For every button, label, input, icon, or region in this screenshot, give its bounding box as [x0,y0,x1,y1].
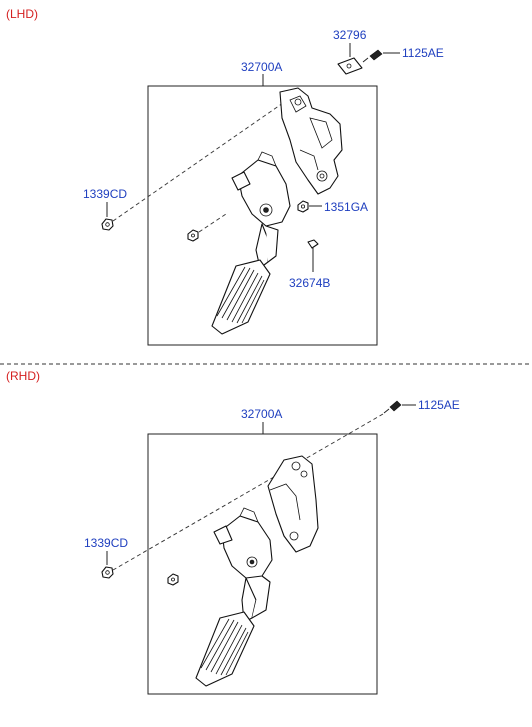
rhd-nut-left-label: 1339CD [84,536,128,550]
lhd-assembly-label: 32700A [241,60,282,74]
lhd-nut-right-icon [297,200,309,213]
lhd-pedal-bracket-icon [279,87,343,195]
lhd-bolt-label: 1125AE [402,46,444,60]
rhd-nut-left-icon [101,566,114,579]
lhd-bracket-plate-icon [337,57,363,75]
rhd-pedal-bracket-icon [267,455,319,553]
lhd-plate-label: 32796 [333,28,367,42]
lhd-stopper-label: 32674B [289,276,330,290]
lhd-top-bolt-icon [362,49,383,63]
lhd-stopper-icon [307,239,319,256]
lhd-nut-axis-line [198,213,227,233]
rhd-section-tag: (RHD) [6,369,40,383]
lhd-small-nut-icon [187,229,199,242]
lhd-nut-left-icon [101,218,114,231]
lhd-section-tag: (LHD) [6,7,38,21]
rhd-accelerator-pedal-icon [195,507,273,687]
rhd-bolt-label: 1125AE [418,398,460,412]
lhd-nut-left-label: 1339CD [83,187,127,201]
lhd-accelerator-pedal-icon [211,151,291,335]
rhd-mounting-axis-line [112,413,384,571]
rhd-top-bolt-icon [383,400,402,414]
rhd-assembly-label: 32700A [241,407,282,421]
lhd-nut-right-label: 1351GA [324,200,368,214]
rhd-small-nut-icon [167,573,179,586]
